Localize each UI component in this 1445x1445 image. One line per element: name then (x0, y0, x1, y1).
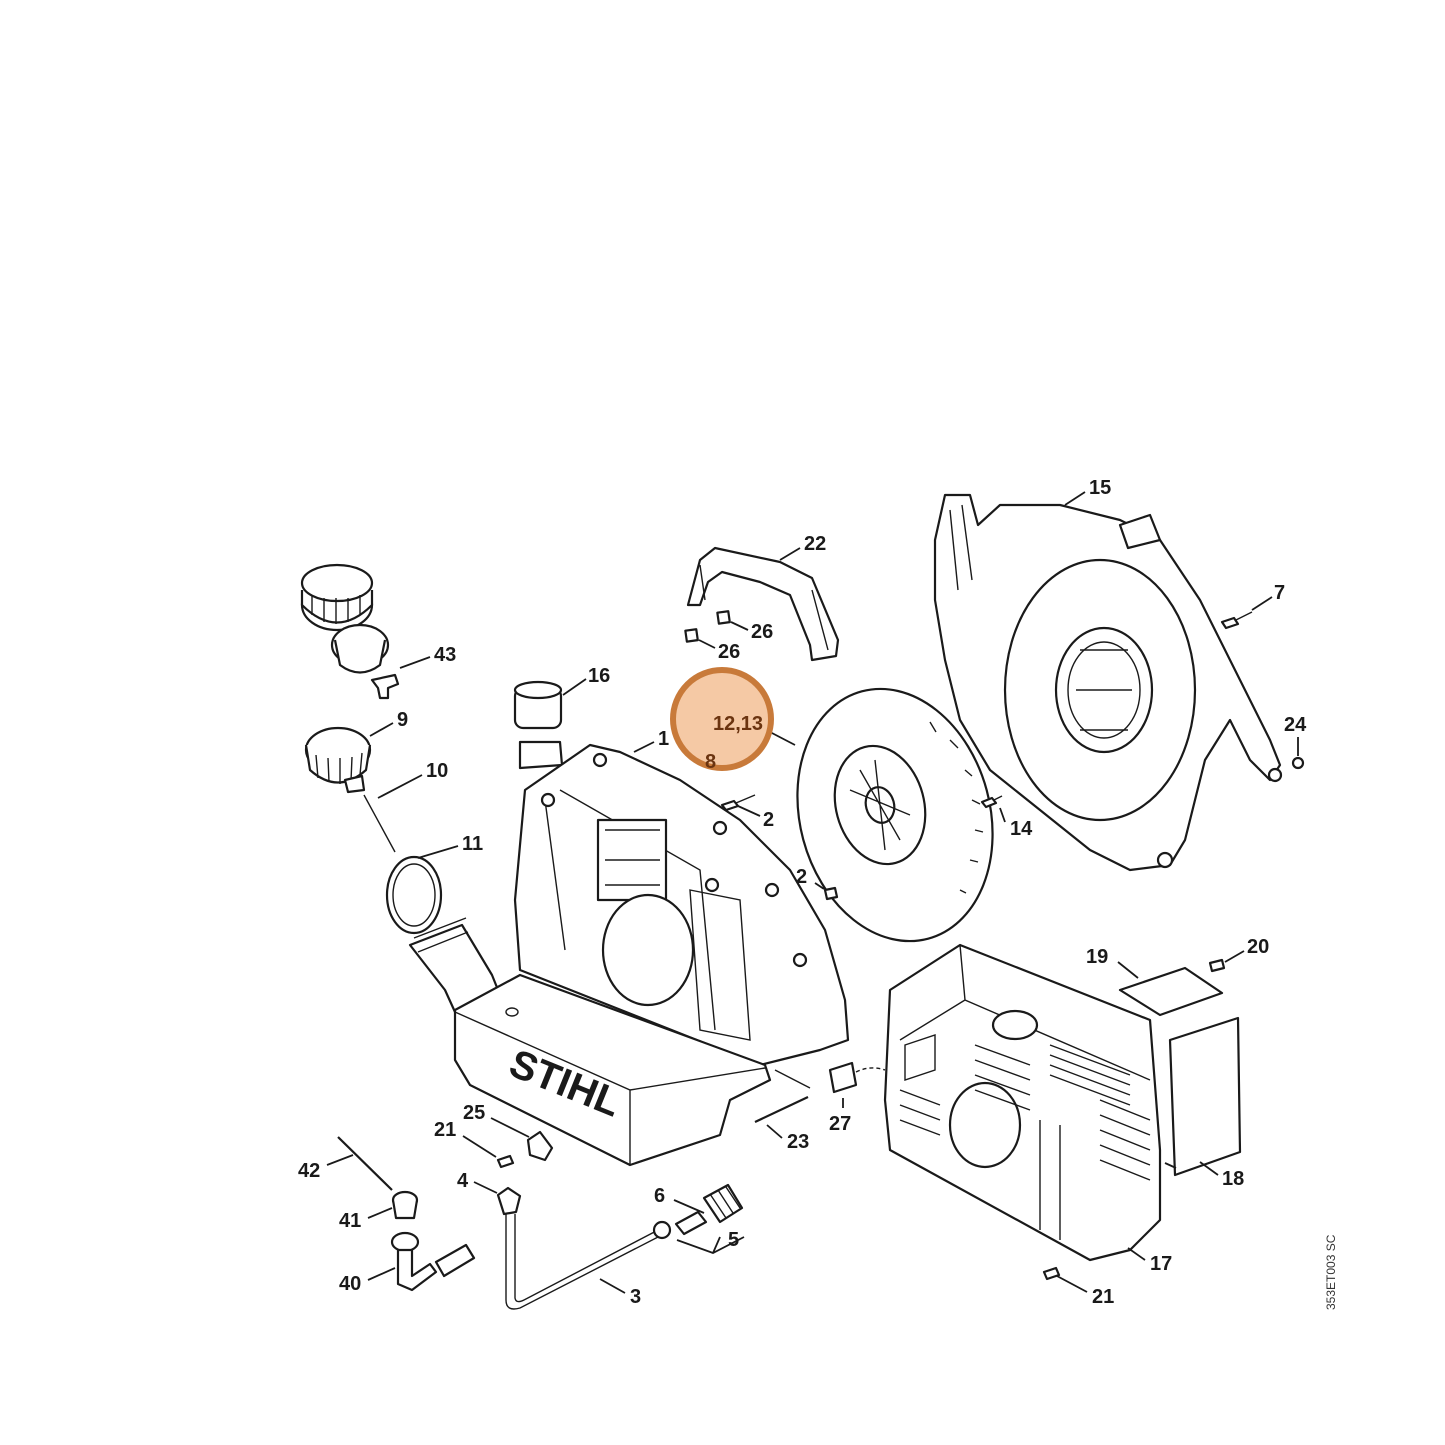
filter-part (702, 1183, 744, 1224)
callout-label: 18 (1222, 1168, 1244, 1190)
fitting-part (652, 1220, 672, 1240)
callout-label: 14 (1010, 818, 1033, 840)
callout-label: 4 (457, 1170, 469, 1192)
seal-square-part (716, 610, 731, 625)
foam-pad-part (1168, 1016, 1242, 1177)
fuel-cap-part (300, 563, 400, 700)
impeller-part (796, 687, 994, 943)
highlight-label-primary: 12,13 (713, 713, 763, 735)
highlight-marker: 12,13 8 (670, 667, 774, 773)
callout-label: 27 (829, 1113, 851, 1135)
callout-label: 40 (339, 1273, 361, 1295)
callout-label: 41 (339, 1210, 361, 1232)
callout-labels: 15 22 7 26 26 43 16 24 9 1 2 14 10 11 2 … (298, 477, 1307, 1308)
callout-label: 26 (718, 641, 740, 663)
callout-label: 42 (298, 1160, 320, 1182)
pin-part (674, 1210, 708, 1236)
screw-part (720, 794, 756, 812)
callout-label: 23 (787, 1131, 809, 1153)
grommet-part (391, 1190, 419, 1220)
highlight-label-secondary: 8 (705, 751, 716, 773)
clamp-part (526, 1130, 554, 1162)
screw-part (980, 795, 1003, 809)
callout-label: 1 (658, 728, 669, 750)
clip-part (1208, 958, 1226, 973)
plate-part (828, 1061, 858, 1094)
callout-label: 10 (426, 760, 448, 782)
drawing-code: 353ET003 SC (1324, 1234, 1338, 1310)
filter-cap-part (513, 680, 564, 770)
screw-part (823, 886, 839, 901)
callout-label: 21 (434, 1119, 456, 1141)
callout-label: 2 (763, 809, 774, 831)
screw-part (496, 1154, 515, 1169)
tank-cap-part (304, 726, 372, 794)
engine-shroud-part (883, 943, 1162, 1262)
seal-square-part (684, 628, 699, 643)
callout-label: 26 (751, 621, 773, 643)
callout-label: 2 (796, 866, 807, 888)
callout-label: 20 (1247, 936, 1269, 958)
retaining-ring-part (385, 855, 443, 935)
callout-label: 17 (1150, 1253, 1172, 1275)
callout-label: 16 (588, 665, 610, 687)
callout-label: 15 (1089, 477, 1111, 499)
callout-label: 6 (654, 1185, 665, 1207)
callout-label: 11 (462, 833, 483, 855)
fuel-pickup-part (390, 1231, 476, 1292)
callout-label: 43 (434, 644, 456, 666)
callout-label: 21 (1092, 1286, 1114, 1308)
callout-label: 24 (1284, 714, 1307, 736)
callout-label: 19 (1086, 946, 1108, 968)
fan-housing-part (933, 493, 1283, 872)
callout-label: 3 (630, 1286, 641, 1308)
callout-label: 22 (804, 533, 826, 555)
main-housing-part (513, 743, 850, 1067)
foam-pad-part (1118, 966, 1224, 1017)
screw-part (1042, 1266, 1061, 1281)
nut-part (1291, 756, 1305, 770)
screw-part (1220, 611, 1253, 630)
callout-label: 5 (728, 1229, 739, 1251)
callout-label: 25 (463, 1102, 485, 1124)
callout-label: 7 (1274, 582, 1285, 604)
fuel-tank-part: STIHL (453, 973, 772, 1167)
leader-lines (326, 491, 1299, 1294)
handle-part (686, 546, 840, 662)
callout-label: 9 (397, 709, 408, 731)
fuel-hose-part (496, 1186, 663, 1310)
